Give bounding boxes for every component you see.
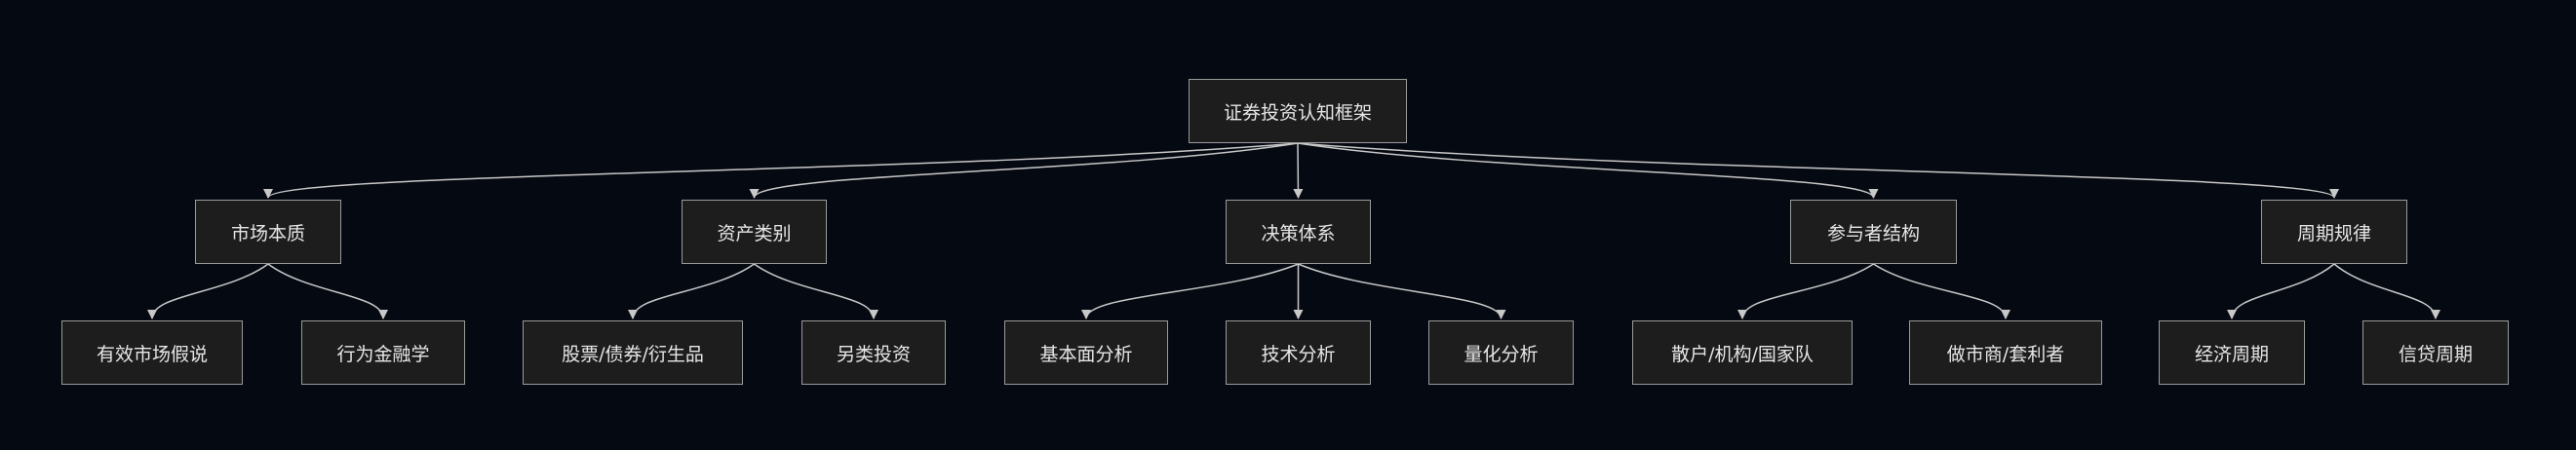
node-leaf-credit-cycle: 信贷周期 <box>2362 320 2509 385</box>
node-leaf-stocks-bonds-derivatives: 股票/债券/衍生品 <box>523 320 743 385</box>
node-leaf-technical-analysis: 技术分析 <box>1226 320 1371 385</box>
node-category-decision-system: 决策体系 <box>1226 200 1371 264</box>
node-leaf-efficient-market-hypothesis: 有效市场假说 <box>61 320 243 385</box>
edge-c5-to-c5b <box>2333 263 2440 319</box>
edge-root-to-c1 <box>263 142 1299 199</box>
node-leaf-quantitative-analysis: 量化分析 <box>1428 320 1574 385</box>
edge-root-to-c3 <box>1293 142 1304 199</box>
node-leaf-market-makers-arbitrageurs: 做市商/套利者 <box>1909 320 2102 385</box>
edge-c1-to-c1a <box>147 263 269 319</box>
node-category-market-nature: 市场本质 <box>195 200 341 264</box>
edge-c4-to-c4b <box>1873 263 2010 319</box>
node-leaf-alternative-investments: 另类投资 <box>801 320 946 385</box>
edge-c2-to-c2a <box>628 263 755 319</box>
edge-c2-to-c2b <box>754 263 878 319</box>
edge-root-to-c2 <box>749 142 1299 199</box>
node-category-cycle-patterns: 周期规律 <box>2261 200 2407 264</box>
node-leaf-economic-cycle: 经济周期 <box>2159 320 2305 385</box>
node-category-participant-structure: 参与者结构 <box>1790 200 1957 264</box>
edge-root-to-c5 <box>1297 142 2339 199</box>
edge-c5-to-c5a <box>2227 263 2335 319</box>
node-leaf-retail-institutional-national: 散户/机构/国家队 <box>1632 320 1853 385</box>
node-leaf-behavioral-finance: 行为金融学 <box>301 320 465 385</box>
edge-c3-to-c3a <box>1081 263 1299 319</box>
edge-c3-to-c3c <box>1298 263 1506 319</box>
node-category-asset-classes: 资产类别 <box>682 200 827 264</box>
edge-c4-to-c4a <box>1737 263 1874 319</box>
node-leaf-fundamental-analysis: 基本面分析 <box>1004 320 1168 385</box>
edge-root-to-c4 <box>1297 142 1879 199</box>
edge-c1-to-c1b <box>267 263 388 319</box>
node-root: 证券投资认知框架 <box>1189 79 1407 143</box>
